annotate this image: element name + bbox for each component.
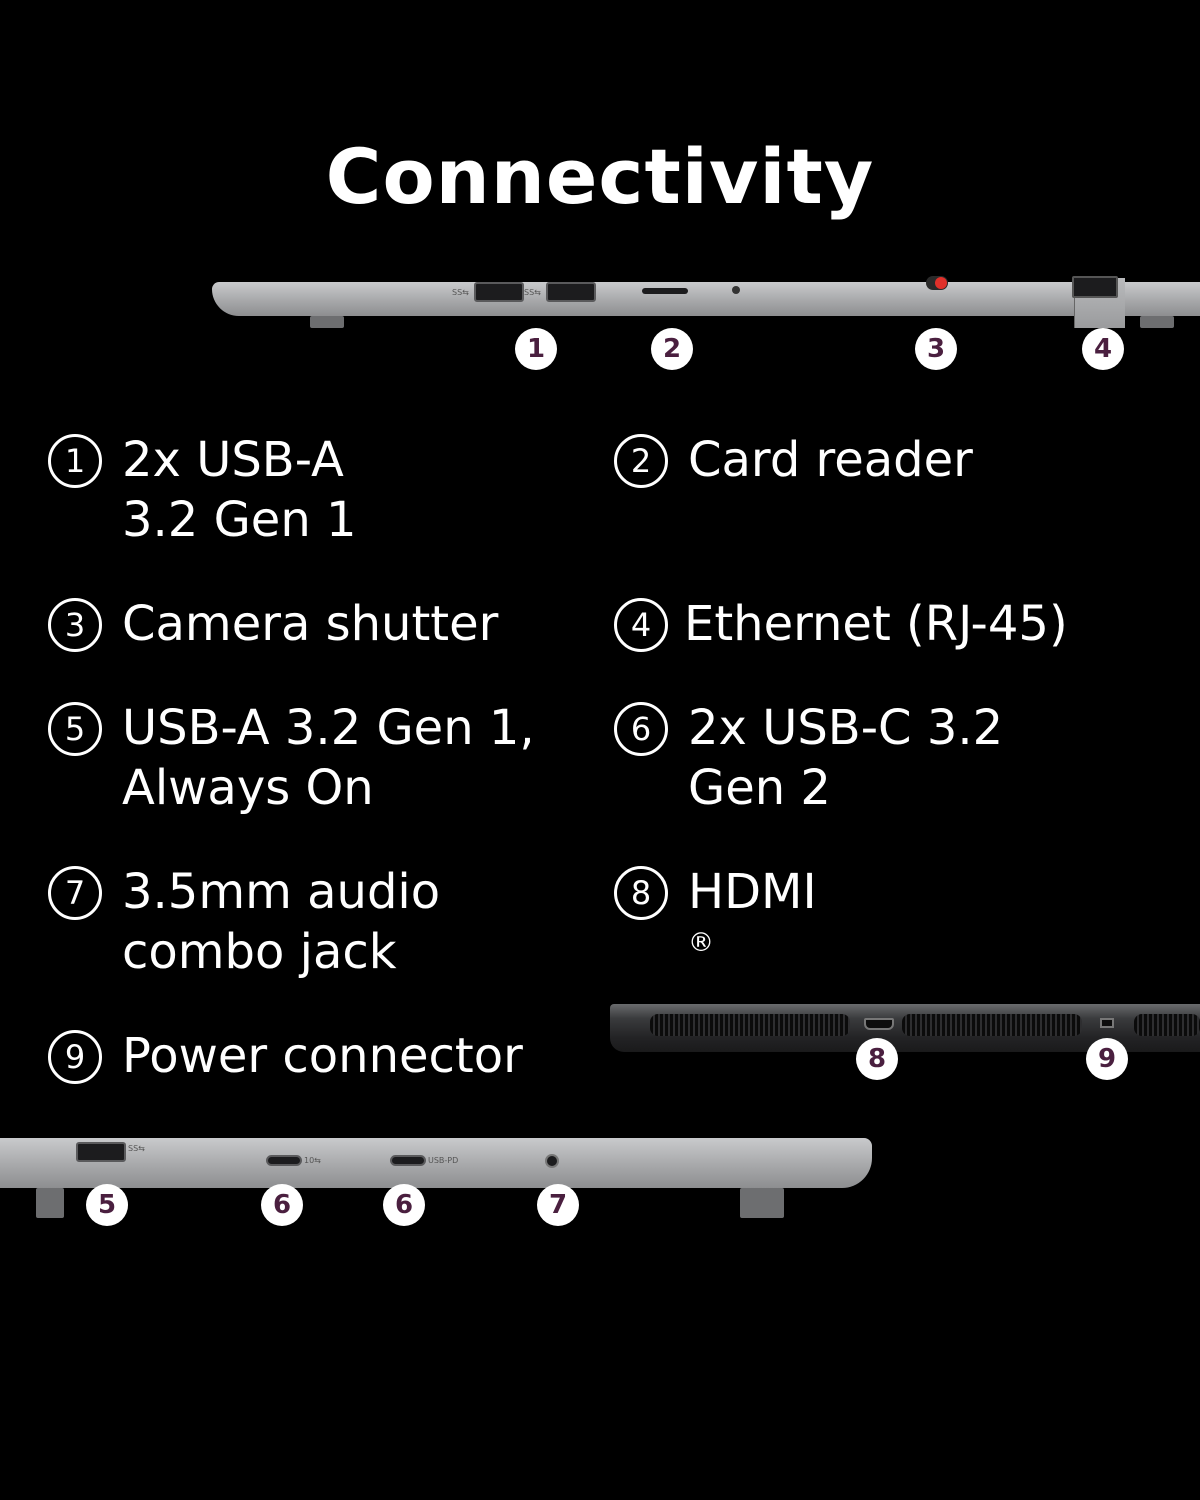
callout-badge-6: 6 [261,1184,303,1226]
callout-badge-3: 3 [915,328,957,370]
feature-label: Power connector [122,1028,523,1084]
feature-label: Camera shutter [122,596,499,652]
usb-c-port [266,1155,302,1166]
registered-mark: ® [688,928,714,958]
feature-number: 6 [614,702,668,756]
camera-shutter-switch [926,276,948,290]
cooling-vent [1134,1014,1200,1036]
laptop-foot [310,316,344,328]
feature-item-8: 8 HDMI ® [614,862,817,982]
hdmi-port [864,1018,894,1030]
page-title: Connectivity [325,132,875,221]
feature-number: 1 [48,434,102,488]
feature-label-line2: Always On [122,760,374,816]
laptop-chassis [212,282,1200,316]
usb-a-port [76,1142,126,1162]
feature-item-2: 2 Card reader [614,430,973,490]
feature-label-line2: combo jack [122,924,397,980]
card-reader-slot [642,288,688,294]
callout-badge-1: 1 [515,328,557,370]
callout-badge-9: 9 [1086,1038,1128,1080]
feature-item-5: 5 USB-A 3.2 Gen 1,Always On [48,698,535,818]
usb-a-port [546,282,596,302]
usb-pd-label: USB-PD [428,1156,459,1165]
feature-label: Card reader [688,432,973,488]
feature-label: 2x USB-A [122,432,344,488]
feature-item-4: 4 Ethernet (RJ-45) [614,594,1068,654]
laptop-chassis [0,1138,872,1188]
cooling-vent [650,1014,850,1036]
feature-number: 2 [614,434,668,488]
laptop-foot [36,1188,64,1218]
callout-badge-4: 4 [1082,328,1124,370]
feature-label: Ethernet (RJ-45) [684,596,1068,652]
power-connector-port [1100,1018,1114,1028]
cooling-vent [902,1014,1082,1036]
laptop-foot [1140,316,1174,328]
laptop-left-side-view: SS⇆ SS⇆ 1 2 3 4 [0,260,1200,380]
feature-item-3: 3 Camera shutter [48,594,498,654]
usb-ss-label: SS⇆ [128,1144,145,1153]
feature-label-line2: 3.2 Gen 1 [122,492,357,548]
laptop-right-side-view: SS⇆ 10⇆ USB-PD 5 6 6 7 [0,1130,880,1240]
usb-ss-label: SS⇆ [452,288,469,297]
feature-label: 2x USB-C 3.2 [688,700,1004,756]
feature-label-line2: Gen 2 [688,760,831,816]
laptop-foot [740,1188,784,1218]
audio-jack [545,1154,559,1168]
feature-label: 3.5mm audio [122,864,441,920]
callout-badge-8: 8 [856,1038,898,1080]
callout-badge-2: 2 [651,328,693,370]
usb-ss-label: SS⇆ [524,288,541,297]
usb-a-port [474,282,524,302]
callout-badge-6b: 6 [383,1184,425,1226]
callout-badge-5: 5 [86,1184,128,1226]
indicator-light [732,286,740,294]
usb-c-port [390,1155,426,1166]
feature-number: 9 [48,1030,102,1084]
feature-item-9: 9 Power connector [48,1026,523,1086]
feature-number: 5 [48,702,102,756]
usb-10gbps-label: 10⇆ [304,1156,321,1165]
laptop-rear-view: 8 9 [610,1000,1200,1085]
ethernet-port [1072,276,1118,298]
feature-label: USB-A 3.2 Gen 1, [122,700,535,756]
feature-number: 8 [614,866,668,920]
feature-number: 4 [614,598,668,652]
callout-badge-7: 7 [537,1184,579,1226]
feature-number: 7 [48,866,102,920]
feature-label: HDMI [688,864,817,920]
feature-number: 3 [48,598,102,652]
